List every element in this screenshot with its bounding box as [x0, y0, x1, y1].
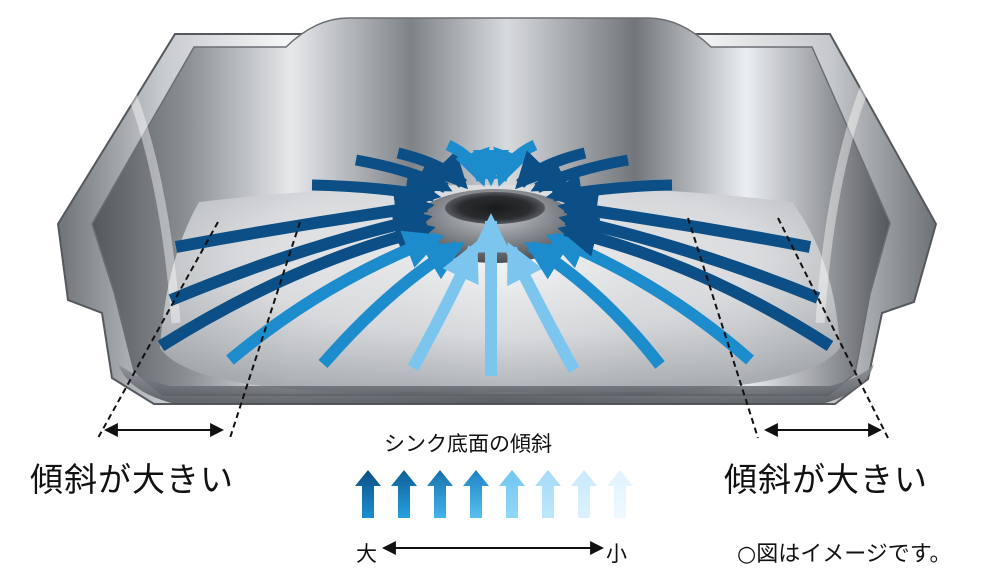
legend-arrow-6 [535, 470, 561, 518]
right-guide-line-outer [777, 217, 889, 439]
flow-arrow-22 [545, 173, 673, 210]
flow-arrow-8 [505, 241, 580, 373]
legend-arrow-1 [355, 470, 381, 518]
flow-arrow-6 [407, 240, 480, 371]
flow-arrow-3 [157, 217, 436, 352]
legend-arrow-3 [427, 470, 453, 518]
sink-highlight-left [123, 82, 181, 324]
flow-arrow-21 [530, 154, 629, 193]
flow-arrow-19 [493, 140, 538, 187]
right-slope-label: 傾斜が大きい [724, 460, 928, 499]
sink-highlight-right [815, 82, 871, 324]
legend-arrow-4 [463, 470, 489, 518]
legend-arrow-2 [391, 470, 417, 518]
legend-arrows [355, 470, 633, 518]
flow-arrow-13 [557, 191, 812, 253]
right-slope-guide [687, 217, 889, 439]
image-note: ○図はイメージです。 [737, 542, 952, 567]
left-slope-label: 傾斜が大きい [30, 460, 234, 499]
legend-high-label: 大 [356, 542, 377, 566]
sink-bottom-edge [118, 364, 874, 404]
flow-arrows [157, 140, 834, 376]
legend-arrow-8 [607, 470, 633, 518]
flow-arrow-5 [318, 240, 465, 368]
flow-arrow-14 [311, 173, 442, 210]
legend-arrow-5 [499, 470, 525, 518]
flow-arrow-4 [226, 230, 445, 365]
left-slope-guide [97, 221, 301, 439]
legend-low-label: 小 [606, 542, 627, 566]
legend-title: シンク底面の傾斜 [384, 432, 552, 456]
right-guide-line-inner [687, 217, 759, 439]
left-guide-line-inner [229, 221, 301, 439]
left-guide-line-outer [97, 221, 219, 439]
drain-hole [445, 192, 545, 224]
legend-arrow-7 [571, 470, 597, 518]
